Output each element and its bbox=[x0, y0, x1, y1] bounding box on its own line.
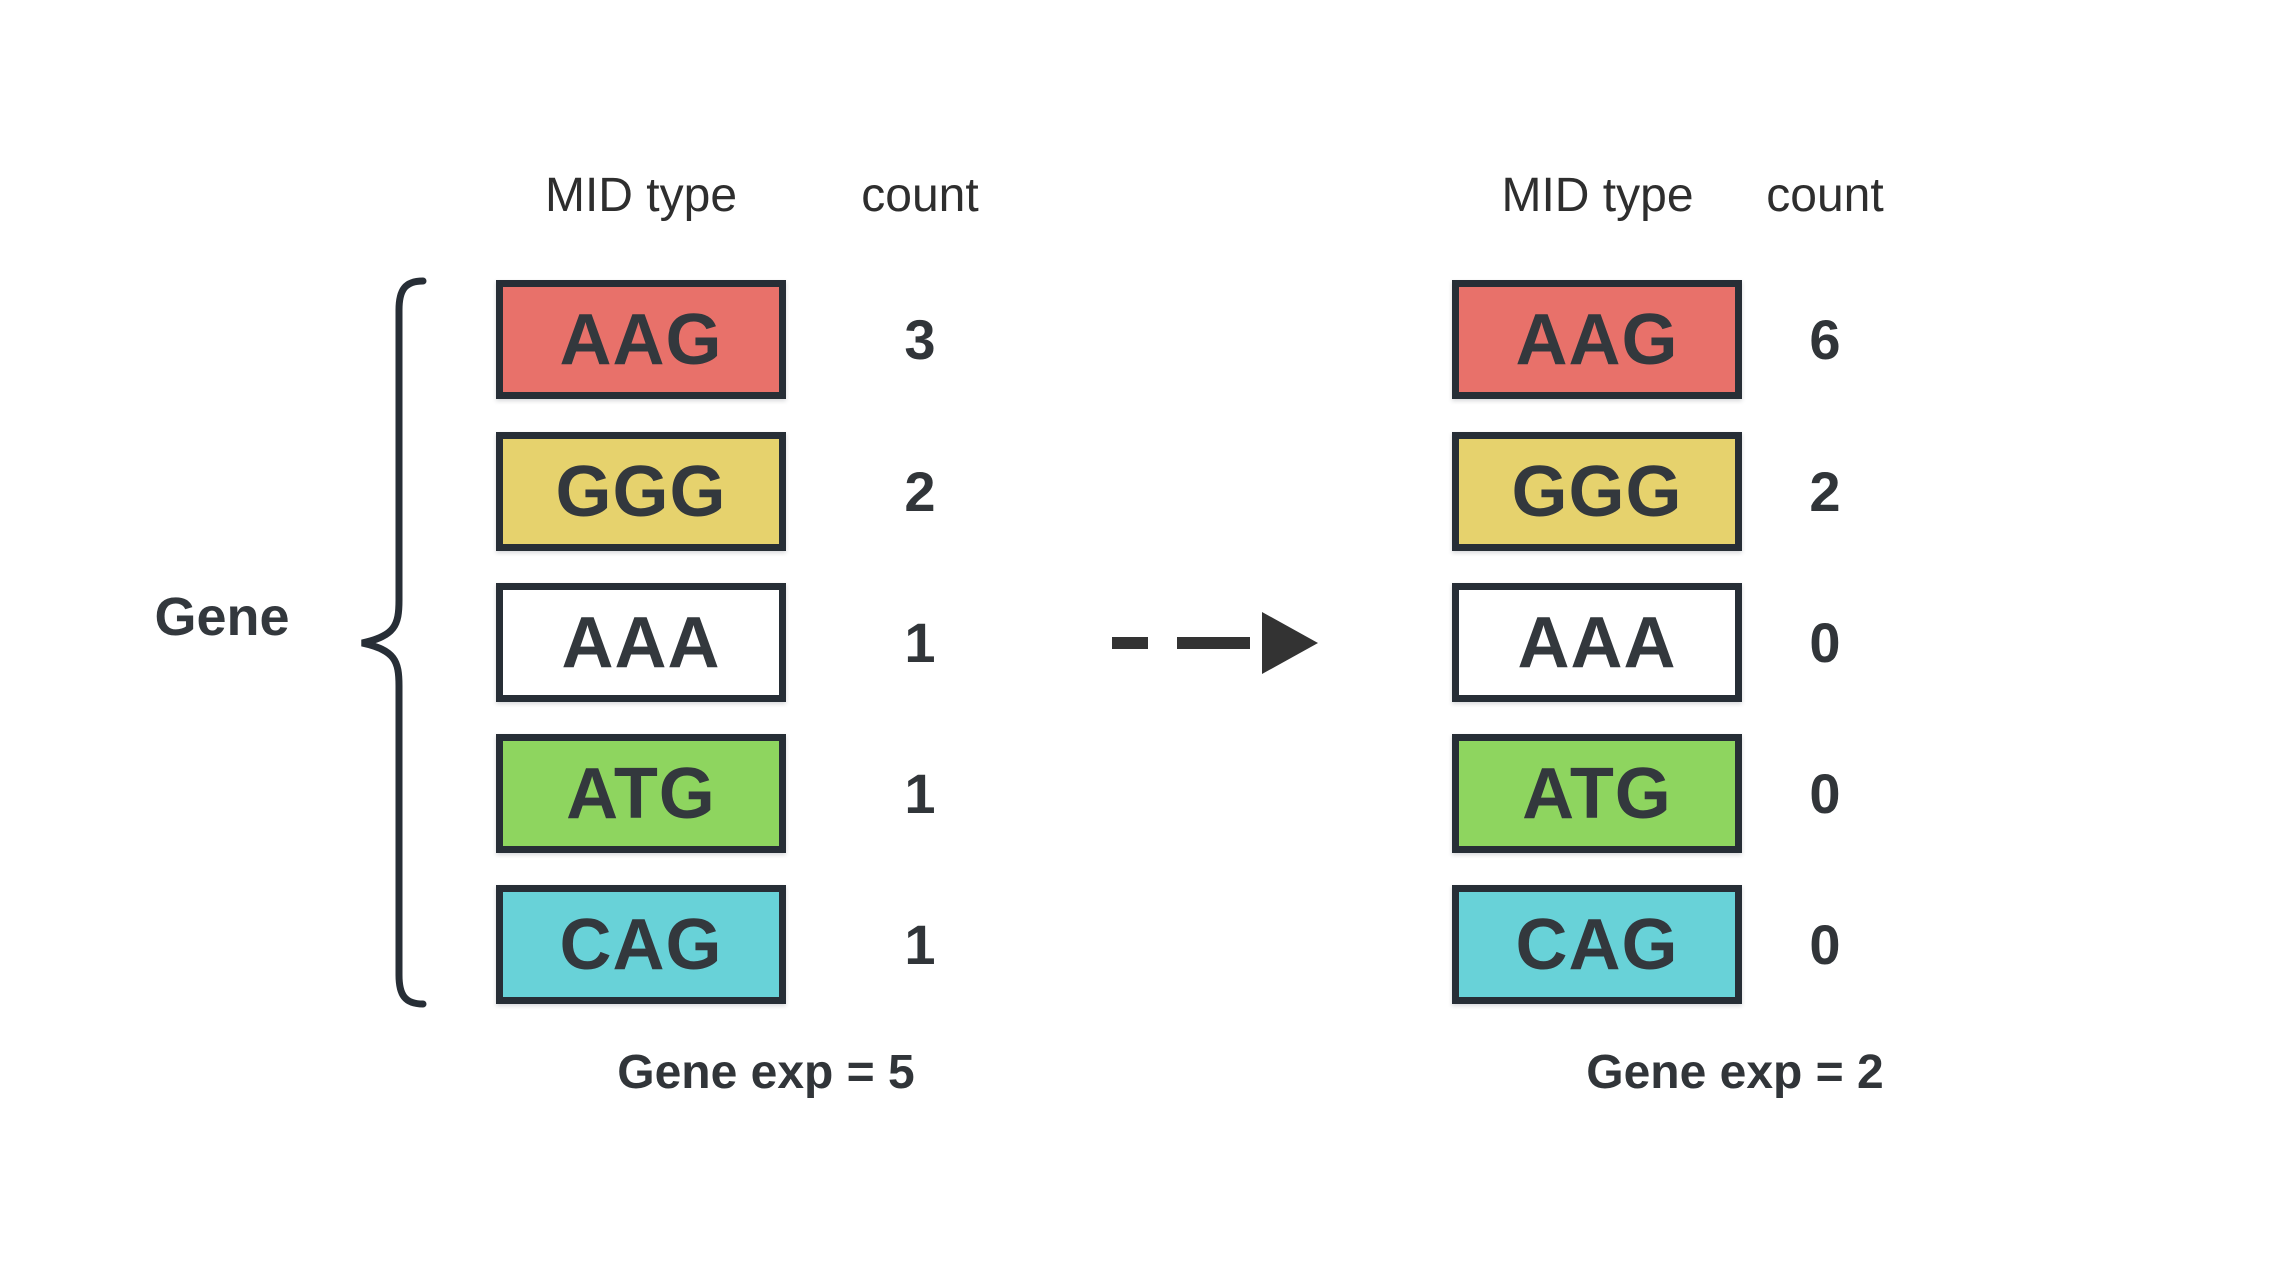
after-count-cag: 0 bbox=[1809, 913, 1841, 976]
after-count-aaa: 0 bbox=[1809, 611, 1841, 674]
after-count-header: count bbox=[1766, 168, 1884, 222]
after-mid-box-atg: ATG bbox=[1452, 734, 1742, 853]
after-gene-exp-label: Gene exp = 2 bbox=[1586, 1045, 1884, 1099]
after-mid-box-aaa: AAA bbox=[1452, 583, 1742, 702]
after-mid-type-header: MID type bbox=[1501, 168, 1694, 222]
before-count-aag: 3 bbox=[904, 308, 936, 371]
after-mid-box-aag: AAG bbox=[1452, 280, 1742, 399]
before-count-ggg: 2 bbox=[904, 460, 936, 523]
before-count-aaa: 1 bbox=[904, 611, 936, 674]
dashed-arrow-icon bbox=[1112, 612, 1318, 674]
after-count-atg: 0 bbox=[1809, 762, 1841, 825]
after-mid-box-cag: CAG bbox=[1452, 885, 1742, 1004]
before-count-cag: 1 bbox=[904, 913, 936, 976]
before-gene-exp-label: Gene exp = 5 bbox=[617, 1045, 915, 1099]
before-mid-box-cag: CAG bbox=[496, 885, 786, 1004]
before-mid-box-aag: AAG bbox=[496, 280, 786, 399]
after-count-aag: 6 bbox=[1809, 308, 1841, 371]
gene-label: Gene bbox=[154, 587, 290, 647]
before-count-atg: 1 bbox=[904, 762, 936, 825]
before-mid-type-header: MID type bbox=[544, 168, 738, 222]
before-mid-box-aaa: AAA bbox=[496, 583, 786, 702]
before-count-header: count bbox=[861, 168, 979, 222]
before-mid-box-ggg: GGG bbox=[496, 432, 786, 551]
before-mid-box-atg: ATG bbox=[496, 734, 786, 853]
curly-brace-icon bbox=[361, 277, 427, 1008]
after-count-ggg: 2 bbox=[1809, 460, 1841, 523]
after-mid-box-ggg: GGG bbox=[1452, 432, 1742, 551]
